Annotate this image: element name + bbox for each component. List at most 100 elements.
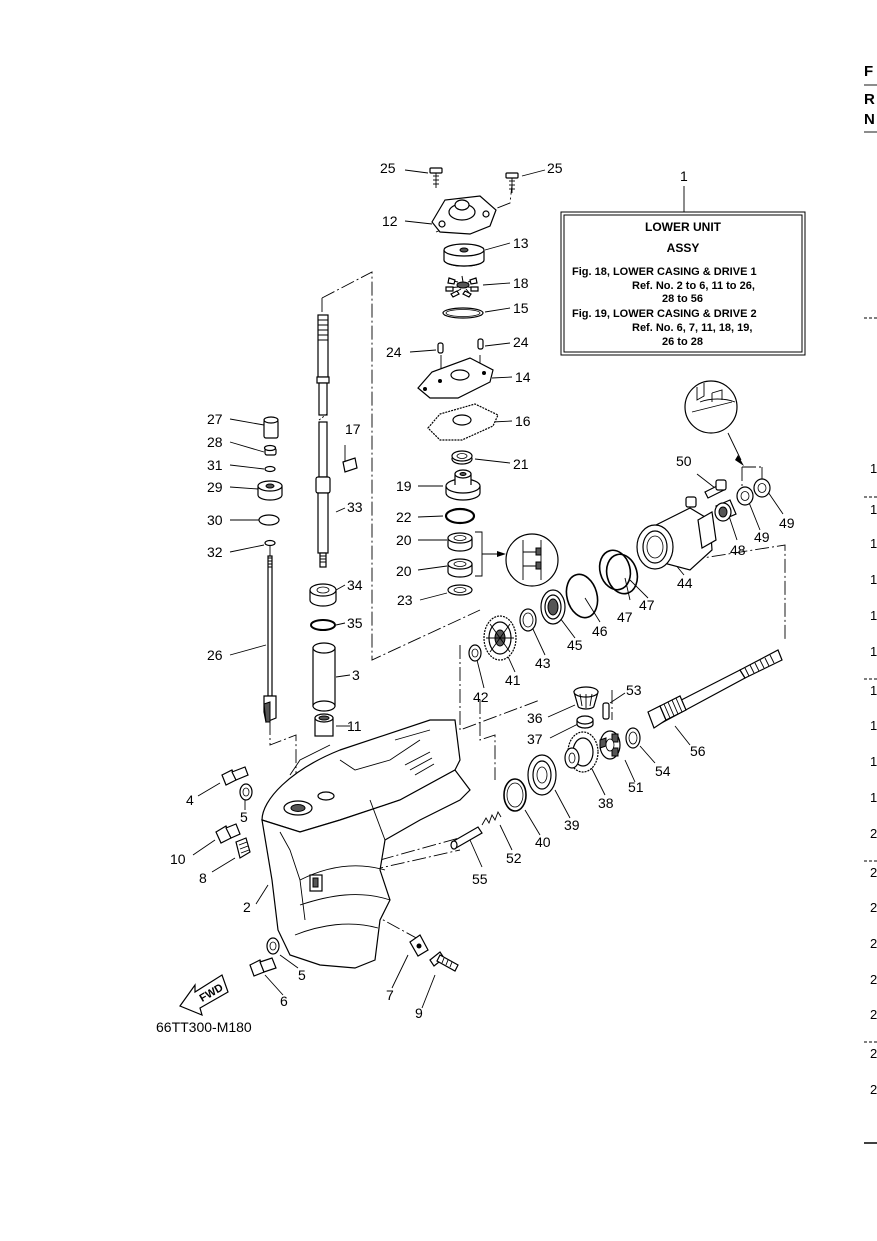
o-ring-icon (310, 619, 336, 631)
edge-label-right: 1 (870, 572, 877, 587)
callout-label: 15 (513, 300, 529, 316)
bolt-icon (429, 167, 443, 188)
drive-shaft-parts (309, 314, 358, 737)
callout-label: 39 (564, 817, 580, 833)
edge-label-right: 2 (870, 865, 877, 880)
callout-label: 16 (515, 413, 531, 429)
edge-label-right: 2 (870, 1082, 877, 1097)
callout-label: 9 (415, 1005, 423, 1021)
edge-label-top-1: F (864, 63, 873, 80)
edge-label-right: 1 (870, 608, 877, 623)
o-ring-icon (598, 549, 632, 591)
outer-plate-icon (417, 357, 494, 399)
callout-label: 29 (207, 479, 223, 495)
pump-housing-icon (431, 195, 497, 235)
info-box-title-2: ASSY (667, 241, 700, 255)
callout-label: 5 (240, 809, 248, 825)
sleeve-icon (312, 642, 336, 712)
callout-label: 37 (527, 731, 543, 747)
o-ring-icon (258, 514, 280, 526)
callout-label: 51 (628, 779, 644, 795)
edge-label-right: 2 (870, 900, 877, 915)
callout-label: 27 (207, 411, 223, 427)
edge-label-top-2: R (864, 91, 875, 108)
drain-plug-icon (215, 823, 241, 844)
fwd-arrow-icon: FWD (179, 974, 229, 1017)
info-box-line: 26 to 28 (662, 336, 703, 348)
callout-label: 52 (506, 850, 522, 866)
callout-label: 22 (396, 509, 412, 525)
callout-label: 34 (347, 577, 363, 593)
oil-seal-icon (447, 558, 473, 578)
shift-plunger-icon (450, 826, 483, 850)
callout-label: 33 (347, 499, 363, 515)
reverse-gear-icon (483, 615, 517, 661)
propeller-shaft-parts (450, 380, 783, 850)
needle-bearing-icon (314, 713, 334, 737)
bolt-icon (704, 479, 727, 499)
nut-icon (576, 715, 594, 729)
callout-label: 3 (352, 667, 360, 683)
dowel-pin-icon (477, 338, 484, 350)
info-box-title-1: LOWER UNIT (645, 220, 722, 234)
callout-label: 8 (199, 870, 207, 886)
callout-label: 56 (690, 743, 706, 759)
callout-label: 38 (598, 795, 614, 811)
water-pump-parts (417, 167, 559, 596)
callout-label: 47 (639, 597, 655, 613)
callout-label: 54 (655, 763, 671, 779)
callout-label: 5 (298, 967, 306, 983)
callout-label: 48 (730, 542, 746, 558)
callout-label: 7 (386, 987, 394, 1003)
gasket-icon (427, 403, 499, 441)
edge-label-right: 2 (870, 936, 877, 951)
pinion-icon (573, 686, 599, 710)
edge-labels: F R N 1 1 1 1 1 1 1 1 1 1 2 2 2 2 2 2 2 … (864, 63, 877, 1144)
lower-casing-group (215, 719, 471, 977)
edge-label-right: 1 (870, 754, 877, 769)
nut-icon (263, 444, 277, 456)
needle-bearing-icon (714, 499, 737, 522)
callout-label: 24 (386, 344, 402, 360)
edge-label-right: 1 (870, 536, 877, 551)
callout-label: 36 (527, 710, 543, 726)
nut-icon (409, 934, 429, 957)
edge-label-right: 1 (870, 790, 877, 805)
edge-label-right: 1 (870, 718, 877, 733)
edge-label-right: 2 (870, 972, 877, 987)
edge-label-right: 2 (870, 1007, 877, 1022)
info-box-line: Ref. No. 6, 7, 11, 18, 19, (632, 322, 752, 334)
o-ring-icon (605, 553, 639, 595)
callout-label: 12 (382, 213, 398, 229)
callout-label: 4 (186, 792, 194, 808)
info-box: 1 LOWER UNIT ASSY Fig. 18, LOWER CASING … (560, 168, 806, 356)
edge-label-right: 1 (870, 644, 877, 659)
screw-icon (429, 951, 459, 972)
callout-label: 20 (396, 532, 412, 548)
callout-label: 49 (779, 515, 795, 531)
bearing-housing-icon (636, 496, 717, 571)
oil-seal-icon (447, 532, 473, 552)
cartridge-insert-icon (443, 243, 485, 267)
gasket-icon (235, 837, 251, 859)
callout-label: 47 (617, 609, 633, 625)
circlip-icon (264, 465, 276, 473)
shift-rod-icon (263, 555, 277, 723)
seal-detail-icon (505, 533, 559, 587)
callout-label: 10 (170, 851, 186, 867)
ball-bearing-icon (540, 589, 566, 625)
diagram-code: 66TT300-M180 (156, 1019, 252, 1035)
callout-label: 46 (592, 623, 608, 639)
o-ring-icon (444, 507, 476, 525)
callout-1: 1 (680, 168, 688, 184)
callout-label: 53 (626, 682, 642, 698)
info-box-line: Fig. 19, LOWER CASING & DRIVE 2 (572, 308, 757, 320)
edge-label-top-3: N (864, 111, 875, 128)
nut-icon (263, 416, 279, 439)
circlip-icon (264, 539, 276, 547)
edge-label-right: 2 (870, 1046, 877, 1061)
dog-clutch-icon (599, 730, 621, 760)
spring-icon (481, 810, 502, 826)
edge-label-right: 1 (870, 461, 877, 476)
propeller-shaft-icon (647, 649, 783, 729)
